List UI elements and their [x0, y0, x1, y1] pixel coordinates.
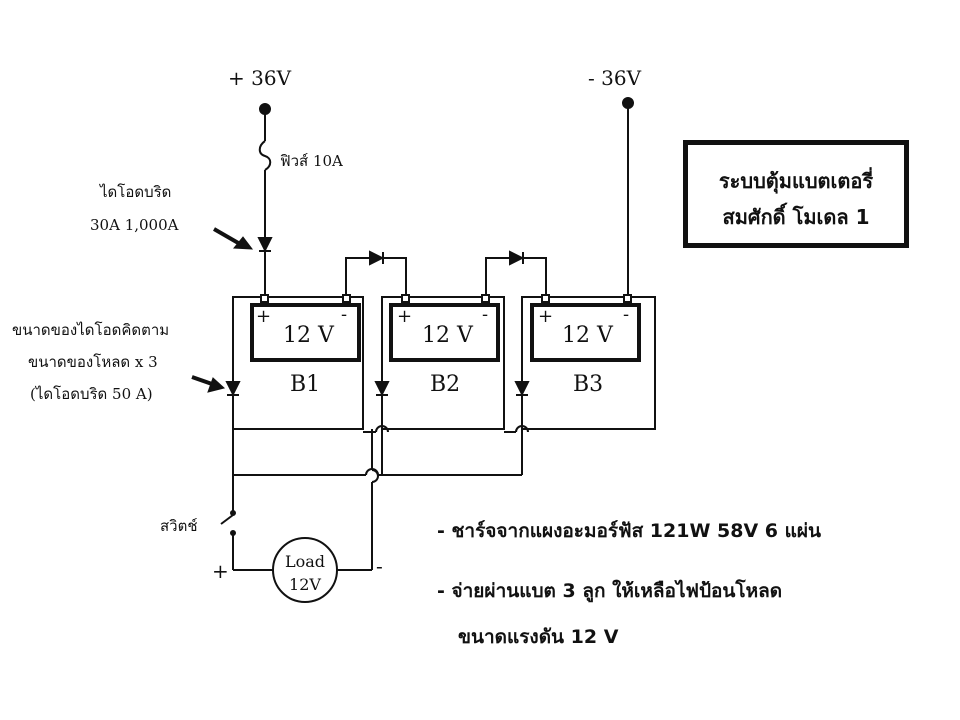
- b1-label: B1: [290, 372, 320, 397]
- battery-b1: [250, 303, 361, 362]
- series-link-b1-b2: [345, 257, 407, 295]
- b1-voltage: 12 V: [283, 323, 335, 348]
- arrow-side-diode: [191, 375, 213, 386]
- series-link-b2-b3: [485, 257, 547, 295]
- b1-plus: +: [256, 306, 271, 327]
- b3-plus: +: [538, 306, 553, 327]
- battery-frame-b3: [521, 296, 656, 430]
- battery-frame-b1: [232, 296, 364, 430]
- title-line-2: สมศักดิ์ โมเดล 1: [722, 205, 870, 229]
- load-minus: -: [376, 554, 383, 578]
- arrow-top-diode: [213, 227, 241, 246]
- battery-b3: [530, 303, 641, 362]
- diode-series-1: [369, 250, 385, 266]
- b2-voltage: 12 V: [422, 323, 474, 348]
- b1-minus: -: [341, 304, 347, 325]
- negative-terminal-label: - 36V: [588, 66, 642, 90]
- b3-minus: -: [623, 304, 629, 325]
- battery-frame-b2: [381, 296, 505, 430]
- b3-voltage: 12 V: [562, 323, 614, 348]
- positive-terminal-label: + 36V: [228, 66, 292, 90]
- title-box: ระบบตุ้มแบตเตอรี่ สมศักดิ์ โมเดล 1: [683, 140, 909, 248]
- note-line-1: - ชาร์จจากแผงอะมอร์ฟัส 121W 58V 6 แผ่น: [437, 520, 821, 542]
- load-voltage: 12V: [289, 575, 321, 594]
- diode-side-label-2: ขนาดของโหลด x 3: [28, 353, 158, 371]
- b2-plus: +: [397, 306, 412, 327]
- title-line-1: ระบบตุ้มแบตเตอรี่: [718, 169, 874, 193]
- load-plus: +: [212, 559, 229, 583]
- fuse-label: ฟิวส์ 10A: [280, 152, 343, 170]
- diode-bypass-b1: [225, 381, 241, 397]
- b2-minus: -: [482, 304, 488, 325]
- note-line-3: ขนาดแรงดัน 12 V: [458, 626, 619, 648]
- diode-series-2: [509, 250, 525, 266]
- b2-label: B2: [430, 372, 460, 397]
- diode-bypass-b2: [374, 381, 390, 397]
- battery-b2: [389, 303, 500, 362]
- switch-label: สวิตช์: [160, 517, 198, 535]
- diode-top-label-1: ไดโอดบริด: [100, 183, 172, 201]
- switch-symbol: [220, 514, 234, 525]
- note-line-2: - จ่ายผ่านแบต 3 ลูก ให้เหลือไฟป้อนโหลด: [437, 580, 783, 602]
- diode-bypass-b3: [514, 381, 530, 397]
- diode-top-label-2: 30A 1,000A: [90, 216, 179, 234]
- b3-label: B3: [573, 372, 603, 397]
- diode-side-label-3: (ไดโอดบริด 50 A): [30, 385, 153, 403]
- diode-side-label-1: ขนาดของไดโอดคิดตาม: [12, 321, 170, 339]
- load-label: Load: [285, 552, 325, 571]
- fuse-symbol: [258, 140, 272, 171]
- diode-top-symbol: [257, 237, 273, 253]
